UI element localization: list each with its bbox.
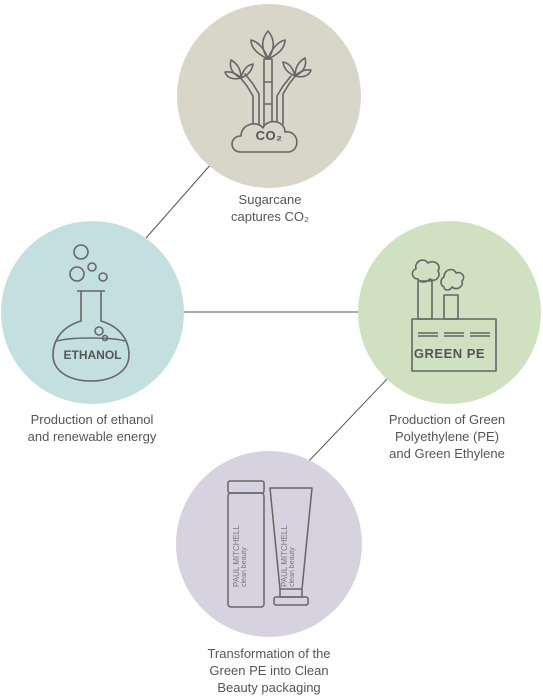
packaging-icon — [227, 480, 313, 608]
packaging-caption: Transformation of the Green PE into Clea… — [169, 645, 369, 696]
ethanol-label: ETHANOL — [63, 348, 122, 362]
bottle-subbrand: clean beauty — [241, 547, 248, 587]
connector-greenpe-packaging — [307, 377, 389, 463]
sugarcane-caption: Sugarcane captures CO₂ — [170, 191, 370, 225]
bottle-brand: PAUL MITCHELL — [232, 525, 241, 587]
tube-brand: PAUL MITCHELL — [280, 525, 289, 587]
bottle-brand-text: PAUL MITCHELL clean beauty — [232, 525, 248, 587]
caption-line: Beauty packaging — [217, 680, 321, 695]
caption-line: and Green Ethylene — [389, 446, 505, 461]
ethanol-circle: ETHANOL — [1, 221, 184, 404]
tube-brand-text: PAUL MITCHELL clean beauty — [280, 525, 296, 587]
factory-icon — [411, 259, 497, 372]
caption-line: Production of Green — [388, 412, 506, 427]
caption-line: Production of ethanol — [30, 412, 154, 427]
caption-line: and renewable energy — [27, 429, 157, 444]
caption-line: captures CO₂ — [230, 209, 310, 224]
green-pe-caption: Production of Green Polyethylene (PE) an… — [352, 411, 542, 462]
caption-line: Transformation of the — [207, 646, 331, 661]
caption-line: Green PE into Clean — [209, 663, 329, 678]
green-pe-circle: GREEN PE — [358, 221, 541, 404]
sugarcane-circle: CO₂ — [177, 4, 361, 188]
packaging-circle: PAUL MITCHELL clean beauty PAUL MITCHELL… — [176, 451, 362, 637]
flask-icon — [52, 244, 130, 382]
sugarcane-icon — [224, 30, 312, 153]
connector-sugarcane-ethanol — [145, 162, 213, 239]
co2-label: CO₂ — [255, 128, 283, 143]
green-pe-label: GREEN PE — [413, 346, 486, 361]
caption-line: Polyethylene (PE) — [394, 429, 500, 444]
caption-line: Sugarcane — [238, 192, 302, 207]
tube-subbrand: clean beauty — [289, 547, 296, 587]
ethanol-caption: Production of ethanol and renewable ener… — [0, 411, 184, 445]
